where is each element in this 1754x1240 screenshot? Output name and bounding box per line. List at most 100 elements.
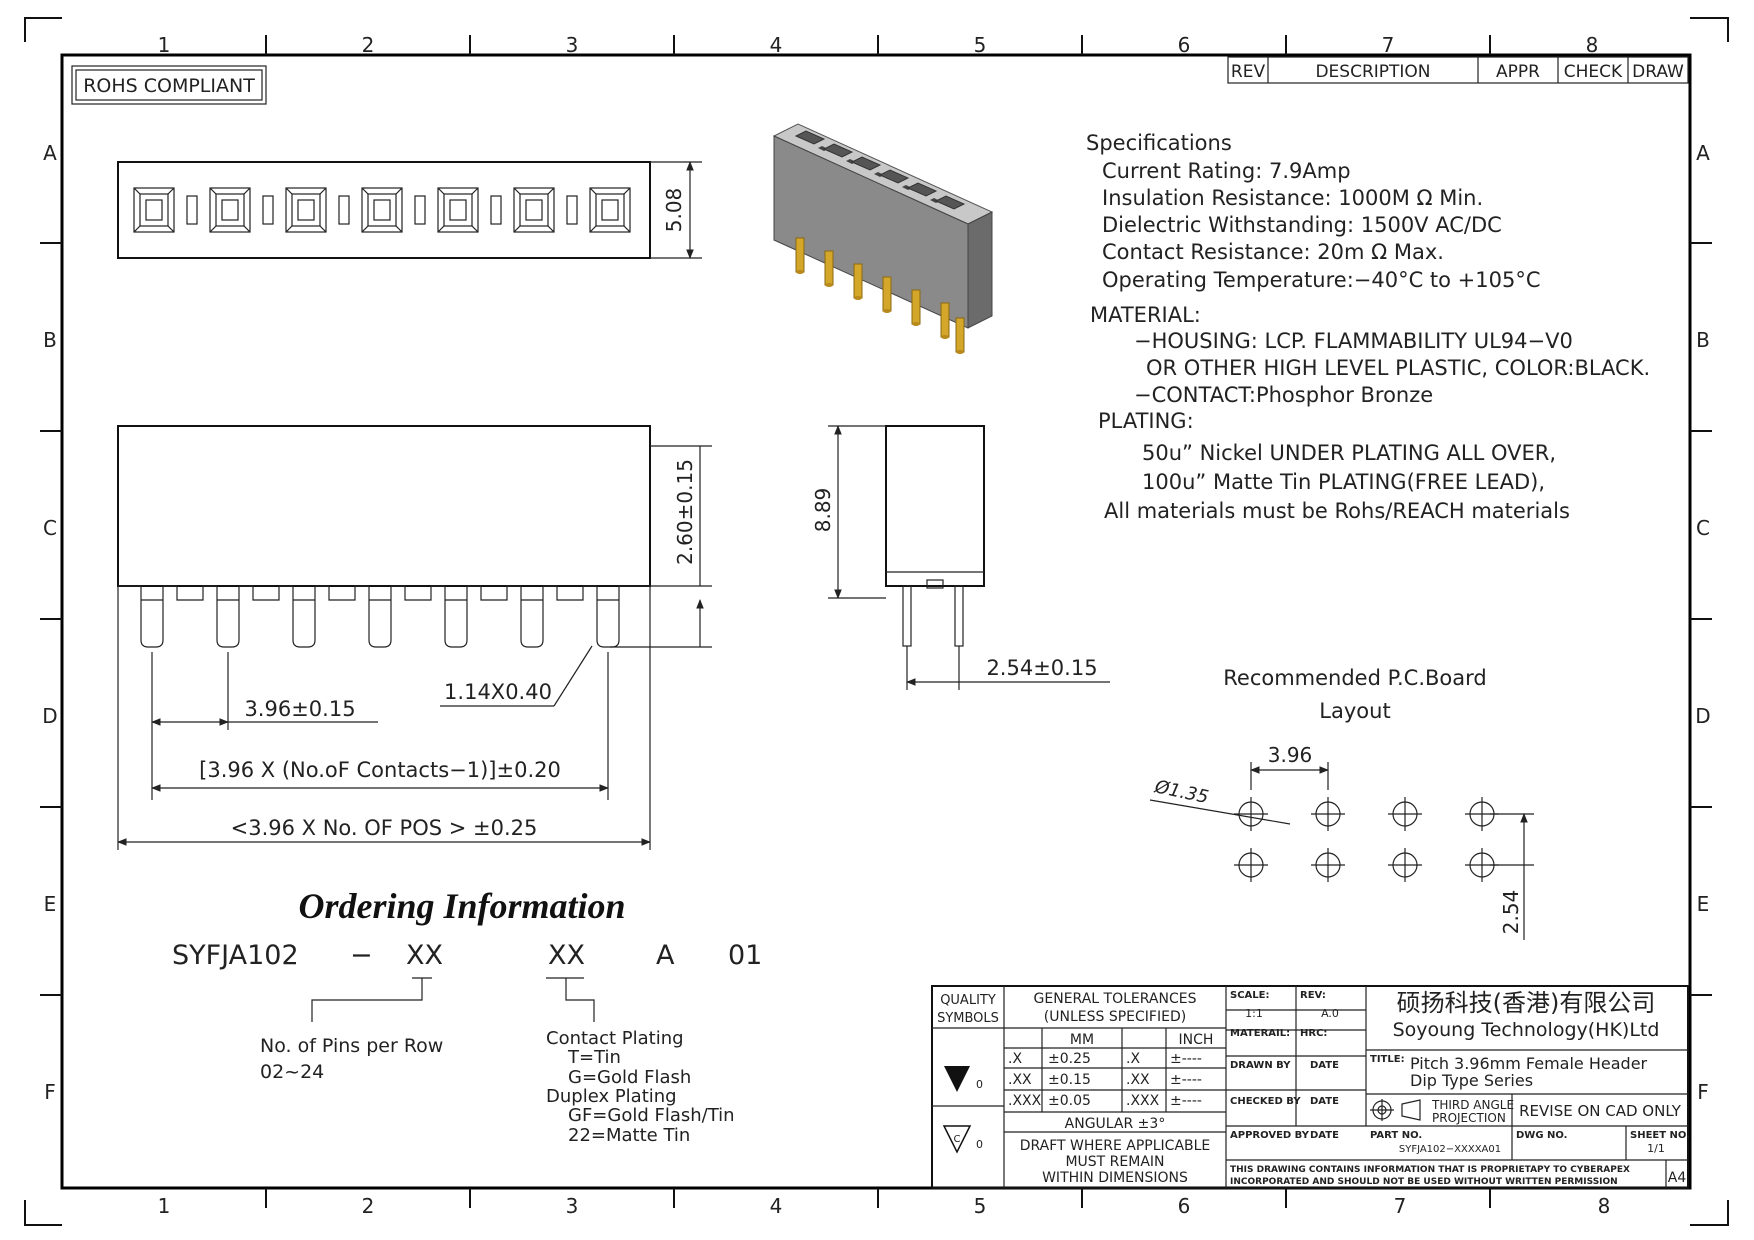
triangle-filled-icon (944, 1066, 970, 1092)
zone-col-3-bottom: 3 (566, 1194, 579, 1218)
top-cavity (285, 187, 327, 233)
dim-body-height: 2.60±0.15 (673, 459, 697, 565)
specifications-block: Specifications Current Rating: 7.9Amp In… (1086, 131, 1650, 523)
draft-line1: DRAFT WHERE APPLICABLE (1020, 1138, 1211, 1154)
revise-on-cad: REVISE ON CAD ONLY (1519, 1102, 1682, 1120)
part-prefix: SYFJA102 (172, 940, 299, 971)
zone-row-a: A (43, 141, 57, 165)
unless-specified: (UNLESS SPECIFIED) (1044, 1009, 1186, 1025)
general-tolerances: GENERAL TOLERANCES (1034, 991, 1197, 1007)
quality-symbol-1-sub: 0 (976, 1078, 983, 1091)
dim-overall: <3.96 X No. OF POS > ±0.25 (231, 816, 538, 840)
top-cavity (437, 187, 479, 233)
inch-header: INCH (1179, 1032, 1214, 1048)
side-view: 8.89 2.54±0.15 (811, 425, 1110, 690)
top-slot (490, 195, 502, 225)
scale-value: 1:1 (1245, 1007, 1263, 1020)
top-cavity (209, 187, 251, 233)
zone-col-4-bottom: 4 (770, 1194, 783, 1218)
tolerance-cell: .X (1126, 1051, 1140, 1067)
third-angle-line2: PROJECTION (1432, 1111, 1506, 1125)
zone-col-7-bottom: 7 (1394, 1194, 1407, 1218)
top-slot (186, 195, 198, 225)
draft-line3: WITHIN DIMENSIONS (1042, 1170, 1188, 1186)
scale-label: SCALE: (1230, 990, 1269, 1001)
iso-pin (853, 263, 863, 299)
third-angle-projection-icon (1370, 1099, 1421, 1121)
top-slot (338, 195, 350, 225)
top-cavity (361, 187, 403, 233)
sheet-size: A4 (1668, 1170, 1687, 1186)
iso-pin (795, 237, 805, 273)
part-no-value: SYFJA102−XXXXA01 (1399, 1144, 1501, 1155)
dwg-no-label: DWG NO. (1516, 1130, 1567, 1141)
company-name-cn: 硕扬科技(香港)有限公司 (1397, 989, 1656, 1017)
contact-plating-label: Contact Plating (546, 1028, 684, 1049)
top-cavity (589, 187, 631, 233)
front-pin (444, 586, 468, 648)
front-pin (596, 586, 620, 648)
duplex-plating-label: Duplex Plating (546, 1086, 677, 1107)
proprietary-notice-2: INCORPORATED AND SHOULD NOT BE USED WITH… (1230, 1177, 1618, 1187)
pcb-hole (1234, 797, 1268, 831)
zone-row-f: F (44, 1080, 56, 1104)
front-pin (368, 586, 392, 648)
iso-cavity (878, 169, 910, 184)
zone-col-5-bottom: 5 (974, 1194, 987, 1218)
title-block: QUALITY SYMBOLS GENERAL TOLERANCES (UNLE… (931, 985, 1690, 1189)
pcb-layout: Recommended P.C.Board Layout 3.96 Ø1.35 … (1149, 666, 1534, 940)
symbols-label: SYMBOLS (937, 1011, 999, 1026)
zone-row-c-right: C (1696, 516, 1710, 540)
approved-date-label: DATE (1310, 1130, 1339, 1141)
draft-line2: MUST REMAIN (1065, 1154, 1164, 1170)
tolerance-cell: .XX (1126, 1072, 1150, 1088)
plating-tin: 100u” Matte Tin PLATING(FREE LEAD), (1142, 470, 1545, 494)
zone-col-6: 6 (1178, 33, 1191, 57)
dim-top-height: 5.08 (662, 188, 686, 233)
drawn-date-label: DATE (1310, 1060, 1339, 1071)
rev-label: REV: (1300, 990, 1326, 1001)
zone-col-6-bottom: 6 (1178, 1194, 1191, 1218)
check-header: CHECK (1564, 62, 1623, 82)
connector-3d-view (772, 123, 994, 354)
third-angle-line1: THIRD ANGLE (1431, 1098, 1514, 1112)
hrc-label: HRC: (1300, 1028, 1327, 1039)
material-title: MATERIAL: (1090, 303, 1201, 327)
rohs-badge-inner (75, 69, 263, 101)
pcb-title-line1: Recommended P.C.Board (1223, 666, 1486, 690)
pins-per-row-label: No. of Pins per Row (260, 1035, 443, 1057)
sheet-no-label: SHEET NO. (1630, 1130, 1690, 1141)
zone-row-e-right: E (1697, 892, 1710, 916)
triangle-outline-icon (942, 1125, 972, 1154)
proprietary-notice-1: THIS DRAWING CONTAINS INFORMATION THAT I… (1230, 1165, 1630, 1175)
mm-header: MM (1070, 1032, 1094, 1048)
top-view: 5.08 (117, 161, 702, 259)
front-pin (520, 586, 544, 648)
top-slot (262, 195, 274, 225)
company-name-en: Soyoung Technology(HK)Ltd (1393, 1019, 1660, 1041)
zone-row-f-right: F (1697, 1080, 1709, 1104)
draw-header: DRAW (1632, 62, 1684, 82)
zone-row-b-right: B (1696, 328, 1710, 352)
pcb-title-line2: Layout (1319, 699, 1390, 723)
tolerance-cell: ±---- (1170, 1093, 1202, 1109)
top-slot (566, 195, 578, 225)
zone-col-8: 8 (1586, 33, 1599, 57)
spec-current: Current Rating: 7.9Amp (1102, 159, 1351, 183)
zone-col-8-bottom: 8 (1598, 1194, 1611, 1218)
title-label: TITLE: (1370, 1054, 1405, 1065)
plating-rohs: All materials must be Rohs/REACH materia… (1104, 499, 1570, 523)
material-contact: −CONTACT:Phosphor Bronze (1134, 383, 1433, 407)
iso-pin (940, 302, 950, 338)
zone-ticks (40, 35, 1712, 1208)
part-field-pins: XX (406, 940, 443, 971)
iso-cavity (822, 143, 854, 158)
spec-contact-resistance: Contact Resistance: 20m Ω Max. (1102, 240, 1444, 264)
iso-cavity (850, 156, 882, 171)
dim-contacts-span: [3.96 X (No.oF Contacts−1)]±0.20 (199, 758, 561, 782)
iso-pin (955, 317, 965, 353)
iso-cavity (906, 182, 938, 197)
material-housing: −HOUSING: LCP. FLAMMABILITY UL94−V0 (1134, 329, 1573, 353)
tolerance-cell: .XXX (1126, 1093, 1160, 1109)
